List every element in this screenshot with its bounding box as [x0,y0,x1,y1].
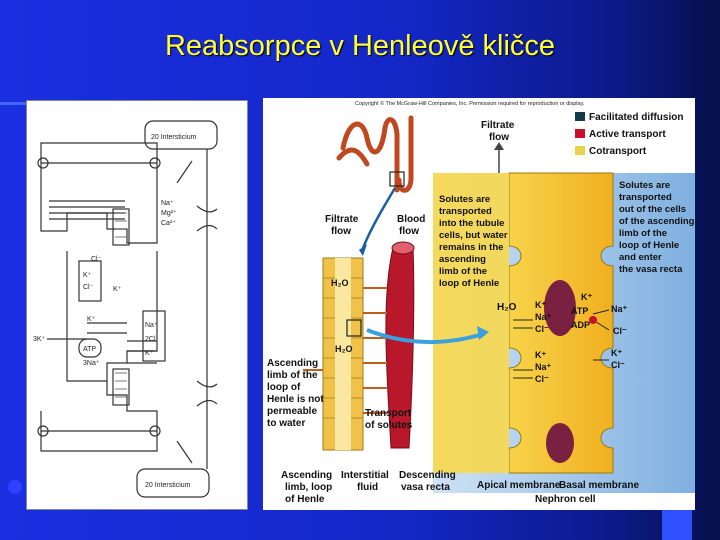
svg-text:into the tubule: into the tubule [439,218,504,229]
svg-text:of solutes: of solutes [365,420,413,431]
ion-label: K⁺ [83,272,92,279]
legend-label: Cotransport [589,146,647,157]
svg-text:and enter: and enter [619,252,662,263]
svg-text:Nephron cell: Nephron cell [535,494,596,505]
svg-text:transported: transported [439,206,492,217]
legend: Facilitated diffusion Active transport C… [575,112,683,157]
ion-label: Cl⁻ [83,284,94,291]
ion-label: K⁺ [581,292,592,302]
transport-label: Transport [365,408,412,419]
svg-text:of Henle: of Henle [285,494,325,505]
ion-label: Na⁺ [611,304,628,314]
svg-text:Ascending: Ascending [267,358,318,369]
ion-label: K⁺ [611,348,622,358]
svg-text:limb of the: limb of the [619,228,667,239]
svg-text:Solutes are: Solutes are [439,194,490,205]
ion-label: Na⁺ [535,312,552,322]
bullet-decoration [8,480,22,494]
ion-label: 3K⁺ [33,336,46,343]
legend-label: Active transport [589,129,666,140]
atp-label: ATP [571,306,588,316]
adp-label: ADP [571,320,590,330]
svg-text:vasa recta: vasa recta [401,482,450,493]
pump-dot [589,316,597,324]
copyright-notice: Copyright © The McGraw-Hill Companies, I… [355,100,585,107]
corner-decoration [662,510,692,540]
ion-label: 3Na⁺ [83,360,100,367]
ion-label: Na⁺ [535,362,552,372]
svg-text:out of the cells: out of the cells [619,204,686,215]
svg-text:ascending: ascending [439,254,486,265]
deco-line [0,102,26,105]
svg-text:limb of the: limb of the [267,370,318,381]
ion-label: Na⁺ [161,200,174,207]
ion-label: K⁺ [113,286,122,293]
svg-text:of the ascending: of the ascending [619,216,695,227]
legend-label: Facilitated diffusion [589,112,683,123]
ion-label: K⁺ [535,300,546,310]
top-box-label: 20 Intersticium [151,134,197,141]
svg-text:Solutes are: Solutes are [619,180,670,191]
water-label: H₂O [331,278,349,288]
filtrate-flow-left: Filtrate [325,214,359,225]
ion-label: K⁺ [145,350,154,357]
water-label: H₂O [335,344,353,354]
ion-label: K⁺ [535,350,546,360]
ion-label: Cl⁻ [535,324,549,334]
svg-text:Descending: Descending [399,470,456,481]
loop-of-henle-figure: Copyright © The McGraw-Hill Companies, I… [263,98,695,510]
figure-panel: Copyright © The McGraw-Hill Companies, I… [263,98,695,510]
legend-swatch [575,146,585,155]
svg-text:remains in the: remains in the [439,242,503,253]
svg-text:fluid: fluid [357,482,378,493]
svg-text:Interstitial: Interstitial [341,470,389,481]
legend-swatch [575,112,585,121]
legend-swatch [575,129,585,138]
svg-text:loop of: loop of [267,382,301,393]
svg-text:Apical membrane: Apical membrane [477,480,561,491]
svg-text:Basal membrane: Basal membrane [559,480,639,491]
svg-text:loop of Henle: loop of Henle [439,278,499,289]
svg-text:Henle is not: Henle is not [267,394,324,405]
blood-flow: Blood [397,214,425,225]
ion-label: Cl⁻ [91,256,102,263]
ascending-note: Ascending limb of the loop of Henle is n… [267,358,324,429]
ion-label: K⁺ [87,316,96,323]
svg-text:flow: flow [399,226,419,237]
svg-text:flow: flow [489,132,509,143]
bottom-box-label: 20 Intersticium [145,482,191,489]
ion-label: 2Cl [145,336,156,343]
ion-label: Na⁺ [145,322,158,329]
nephron-illustration [339,118,411,190]
svg-text:cells, but water: cells, but water [439,230,508,241]
ion-label: Cl⁻ [613,326,627,336]
ion-label: Cl⁻ [535,374,549,384]
svg-text:the vasa recta: the vasa recta [619,264,683,275]
svg-text:limb of the: limb of the [439,266,487,277]
svg-text:permeable: permeable [267,406,317,417]
ion-label: ATP [83,346,96,353]
svg-text:Ascending: Ascending [281,470,332,481]
ion-label: Mg²⁺ [161,210,177,217]
slide-title: Reabsorpce v Henleově kličce [0,30,720,63]
svg-text:flow: flow [331,226,351,237]
svg-text:transported: transported [619,192,672,203]
svg-text:limb, loop: limb, loop [285,482,332,493]
water-label: H₂O [497,302,517,313]
svg-text:to water: to water [267,418,305,429]
svg-text:loop of Henle: loop of Henle [619,240,679,251]
cell-nucleus [546,423,574,463]
ion-label: Cl⁻ [611,360,625,370]
schematic-diagram: 20 Intersticium 20 Intersticium Na⁺ Mg²⁺… [27,101,247,509]
filtrate-flow-top: Filtrate [481,120,515,131]
ion-label: Ca²⁺ [161,220,176,227]
schematic-panel: 20 Intersticium 20 Intersticium Na⁺ Mg²⁺… [26,100,248,510]
